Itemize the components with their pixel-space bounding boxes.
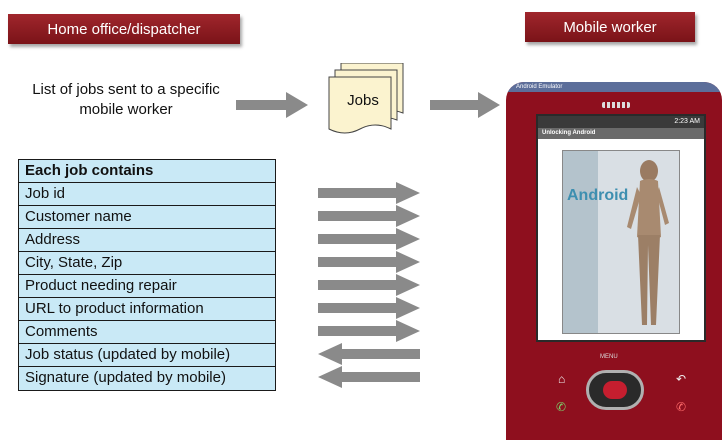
- job-field-row: Signature (updated by mobile): [19, 367, 275, 390]
- home-icon: ⌂: [558, 372, 566, 386]
- arrow-to-mobile: [318, 205, 420, 227]
- job-field-row: City, State, Zip: [19, 252, 275, 275]
- job-table-header: Each job contains: [19, 160, 275, 183]
- phone-screen: 2:23 AM Unlocking Android Android: [536, 114, 706, 342]
- book-cover-figure: [627, 160, 669, 325]
- book-cover-title: Android: [567, 187, 629, 204]
- arrow-to-mobile: [318, 274, 420, 296]
- book-cover-image: Android: [562, 150, 680, 334]
- job-field-row: URL to product information: [19, 298, 275, 321]
- arrow-to-mobile: [318, 251, 420, 273]
- arrow-to-mobile: [318, 320, 420, 342]
- book-cover-strip: [563, 151, 598, 333]
- android-phone: Android Emulator 2:23 AM Unlocking Andro…: [506, 82, 722, 440]
- end-call-icon: ✆: [676, 400, 687, 414]
- arrow-to-mobile: [318, 297, 420, 319]
- phone-status-bar: 2:23 AM: [538, 116, 704, 128]
- phone-trackball: [586, 370, 644, 410]
- phone-app-title: Unlocking Android: [538, 128, 704, 139]
- emulator-titlebar: Android Emulator: [506, 82, 722, 92]
- job-field-row: Product needing repair: [19, 275, 275, 298]
- arrow-to-mobile: [318, 182, 420, 204]
- arrow-to-mobile: [318, 228, 420, 250]
- back-icon: ↶: [676, 372, 687, 386]
- jobs-list-caption: List of jobs sent to a specific mobile w…: [32, 81, 220, 118]
- job-field-row: Comments: [19, 321, 275, 344]
- jobs-label: Jobs: [347, 92, 379, 109]
- jobs-document-icon: [328, 63, 404, 134]
- arrow-to-mobile: [430, 92, 500, 118]
- field-arrows: [318, 182, 420, 388]
- mobile-worker-banner: Mobile worker: [525, 12, 695, 42]
- job-field-row: Job status (updated by mobile): [19, 344, 275, 367]
- phone-speaker: [602, 102, 630, 108]
- arrow-to-jobs: [236, 92, 308, 118]
- job-fields-table: Each job contains Job id Customer name A…: [18, 159, 276, 391]
- home-office-banner: Home office/dispatcher: [8, 14, 240, 44]
- call-icon: ✆: [556, 400, 567, 414]
- phone-menu-label: MENU: [600, 354, 618, 360]
- phone-trackball-center: [603, 381, 627, 399]
- arrow-from-mobile: [318, 366, 420, 388]
- job-field-row: Address: [19, 229, 275, 252]
- arrow-from-mobile: [318, 343, 420, 365]
- job-field-row: Job id: [19, 183, 275, 206]
- job-field-row: Customer name: [19, 206, 275, 229]
